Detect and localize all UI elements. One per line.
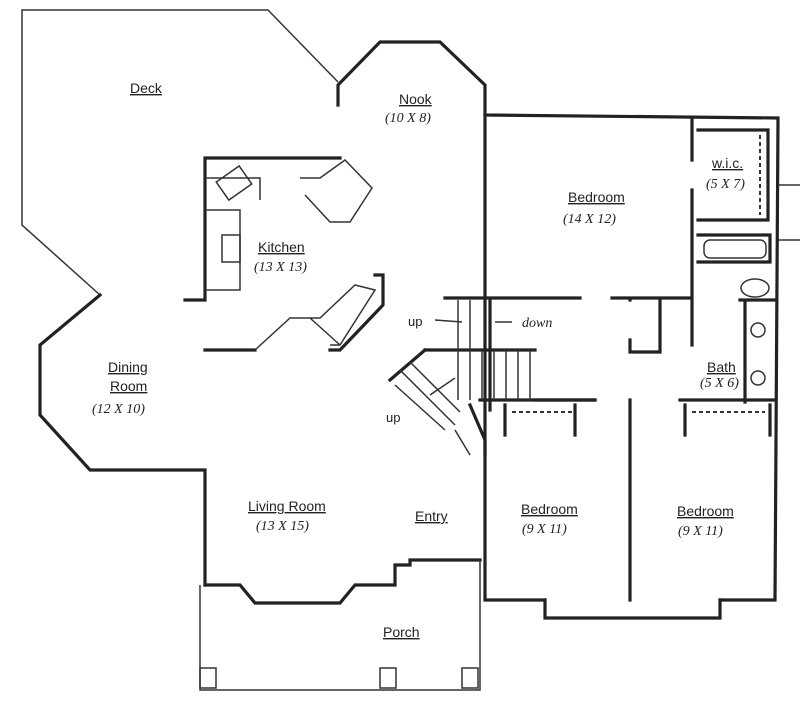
kitchen-size: (13 X 13)	[254, 260, 307, 275]
bathtub-icon	[703, 239, 767, 259]
master-bedroom-size: (14 X 12)	[563, 212, 616, 227]
bedroom-2-label: Bedroom	[521, 501, 578, 517]
bedroom-partition	[503, 398, 777, 602]
master-bedroom-label: Bedroom	[568, 189, 625, 205]
wic-wall	[696, 128, 770, 222]
living-bay-wall	[203, 558, 482, 605]
kitchen-island	[254, 284, 377, 351]
master-bedroom-closet-wall	[610, 116, 694, 354]
porch-outline	[199, 560, 481, 691]
porch-post	[199, 667, 217, 689]
sink-icon	[750, 370, 766, 386]
stair-treads	[394, 300, 531, 456]
nook-label: Nook	[399, 91, 433, 107]
kitchen-label: Kitchen	[258, 239, 305, 255]
wic-label: w.i.c.	[711, 155, 743, 171]
bedroom-wing-exterior-wall	[483, 113, 780, 602]
nook-size: (10 X 8)	[385, 111, 431, 126]
sink-icon	[750, 322, 766, 338]
bedroom-window-bay	[543, 598, 722, 620]
porch-post	[461, 667, 479, 689]
porch-post	[379, 667, 397, 689]
bath-label: Bath	[707, 359, 736, 375]
stairs-down-label: down	[522, 316, 552, 331]
stair-arrow-up-lower	[429, 377, 456, 396]
deck-outline	[21, 9, 339, 296]
right-side-step	[778, 184, 800, 241]
kitchen-island-wall	[203, 273, 385, 352]
bath-size: (5 X 6)	[700, 376, 739, 391]
living-room-size: (13 X 15)	[256, 519, 309, 534]
stairs-up-lower-label: up	[386, 410, 400, 425]
bedroom-3-size: (9 X 11)	[678, 524, 723, 539]
toilet-icon	[740, 278, 770, 298]
dining-size: (12 X 10)	[92, 402, 145, 417]
stair-wall	[387, 296, 597, 457]
porch-label: Porch	[383, 624, 420, 640]
stair-arrow-up	[434, 319, 463, 323]
range-icon	[215, 164, 253, 202]
dining-bay-wall	[38, 292, 207, 587]
bedroom-3-label: Bedroom	[677, 503, 734, 519]
kitchen-counter-wall	[183, 156, 342, 302]
entry-label: Entry	[415, 508, 448, 524]
bath-wall	[696, 233, 777, 404]
sink-icon	[221, 234, 241, 263]
dining-label-line1: Dining	[108, 359, 148, 375]
stairs-up-label: up	[408, 314, 422, 329]
nook-bay-wall	[336, 40, 487, 117]
deck-label: Deck	[130, 80, 163, 96]
living-room-label: Living Room	[248, 498, 326, 514]
bedroom-2-size: (9 X 11)	[522, 522, 567, 537]
wic-size: (5 X 7)	[706, 177, 745, 192]
dining-label-line2: Room	[110, 378, 147, 394]
